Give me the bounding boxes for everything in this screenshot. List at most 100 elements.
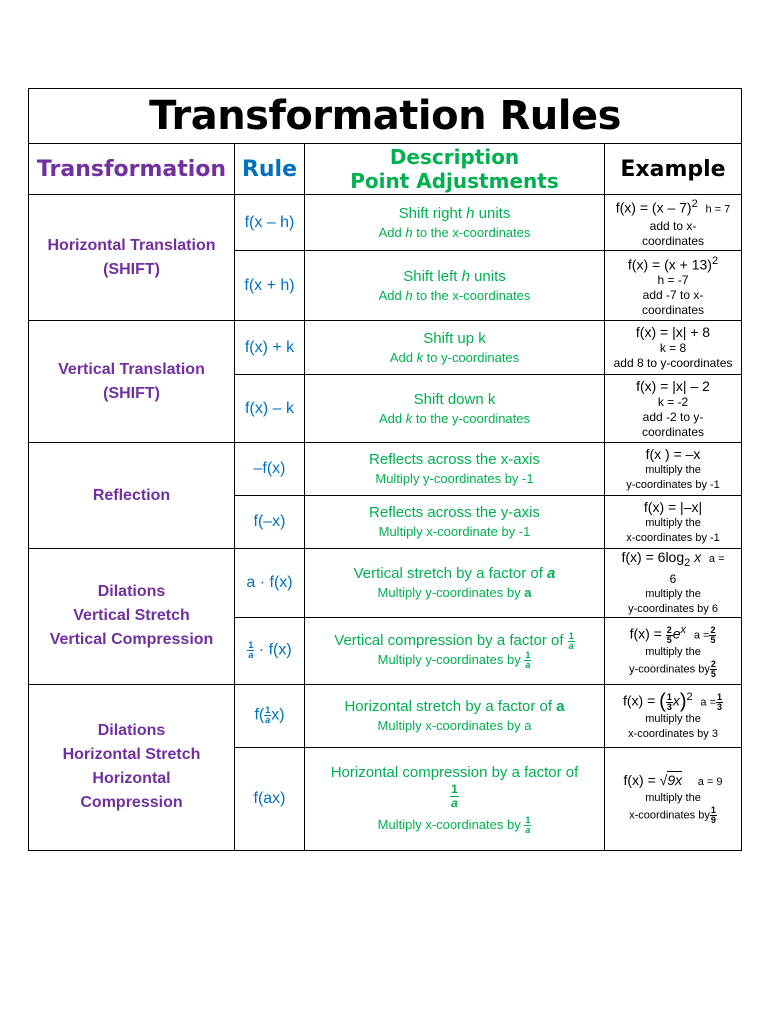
adjustment-text: Multiply x-coordinate by -1 — [378, 524, 531, 539]
example-param: h = -7 — [657, 273, 689, 288]
rule-cell: f(x + h) — [234, 250, 305, 321]
group-horizontal-translation: Horizontal Translation (SHIFT) — [28, 194, 235, 321]
example-param: k = 8 — [659, 341, 687, 355]
header-description: Description Point Adjustments — [304, 143, 605, 195]
example-note: multiply the — [645, 587, 701, 600]
group-label: Compression — [80, 794, 183, 812]
description-text: Shift up k — [423, 329, 486, 347]
group-label: Dilations — [97, 722, 166, 740]
header-example: Example — [603, 143, 743, 195]
description-text: Reflects across the y-axis — [369, 504, 540, 521]
adjustment-text: Multiply y-coordinates by -1 — [375, 471, 534, 486]
example-function: f(x ) = –x — [645, 445, 701, 462]
group-label: Horizontal Stretch — [62, 746, 201, 764]
adjustment-text: Add h to the x-coordinates — [378, 224, 531, 240]
description-text: Vertical stretch by a factor of a — [353, 564, 556, 582]
adjustment-text: Add k to y-coordinates — [389, 349, 520, 365]
group-label: Horizontal — [92, 770, 171, 788]
rule-cell: f(x) – k — [234, 374, 305, 443]
example-function: f(x) = 6log2 x a = — [621, 549, 725, 569]
example-cell: f(x) = √9x a = 9 multiply the x-coordina… — [603, 746, 743, 851]
group-label: Vertical Compression — [49, 631, 214, 649]
example-cell: f(x) = |x| – 2 k = -2 add -2 to y- coord… — [603, 374, 743, 443]
example-cell: f(x ) = –x multiply the y-coordinates by… — [603, 442, 743, 496]
example-cell: f(x) = (x + 13)2 h = -7 add -7 to x- coo… — [603, 250, 743, 321]
description-text: Horizontal stretch by a factor of a — [344, 697, 565, 715]
example-note: coordinates — [641, 303, 705, 318]
description-text: Shift right h units — [398, 204, 511, 222]
header-description-line1: Description — [389, 145, 520, 169]
example-note: y-coordinates by 6 — [628, 602, 718, 615]
group-label: (SHIFT) — [103, 384, 160, 402]
example-cell: f(x) = 6log2 x a = 6 multiply the y-coor… — [603, 548, 743, 618]
example-function: f(x) = |x| + 8 — [635, 324, 711, 340]
group-label: Vertical Stretch — [73, 607, 190, 625]
group-reflection: Reflection — [28, 442, 235, 549]
group-vertical-translation: Vertical Translation (SHIFT) — [28, 320, 235, 443]
example-note: x-coordinates by 3 — [628, 728, 718, 741]
description-cell: Shift down k Add k to the y-coordinates — [304, 374, 605, 443]
example-function: f(x) = √9x a = 9 — [623, 771, 723, 789]
rule-cell: f(x) + k — [234, 320, 305, 375]
example-cell: f(x) = |–x| multiply the x-coordinates b… — [603, 495, 743, 549]
description-text: Shift left h units — [403, 267, 506, 285]
group-label: (SHIFT) — [103, 260, 160, 278]
rule-cell: f(x – h) — [234, 194, 305, 251]
rule-cell: f(ax) — [234, 746, 305, 851]
example-note: y-coordinates by -1 — [626, 478, 720, 491]
example-note: add -2 to y- — [642, 409, 704, 424]
example-param: 6 — [669, 571, 677, 586]
example-cell: f(x) = (x – 7)2 h = 7 add to x- coordina… — [603, 194, 743, 251]
description-cell: Shift right h units Add h to the x-coord… — [304, 194, 605, 251]
description-cell: Horizontal stretch by a factor of a Mult… — [304, 683, 605, 748]
adjustment-text: Multiply y-coordinates by a — [377, 584, 532, 600]
description-text: Horizontal compression by a factor of — [330, 763, 579, 781]
example-cell: f(x) = |x| + 8 k = 8 add 8 to y-coordina… — [603, 320, 743, 375]
example-function: f(x) = (x – 7)2 h = 7 — [615, 198, 731, 216]
example-note: multiply the — [645, 463, 701, 476]
description-cell: Shift left h units Add h to the x-coordi… — [304, 250, 605, 321]
header-transformation: Transformation — [28, 143, 235, 195]
description-cell: Reflects across the y-axis Multiply x-co… — [304, 495, 605, 549]
header-rule: Rule — [234, 143, 305, 195]
example-note: multiply the — [645, 792, 701, 805]
example-note: add 8 to y-coordinates — [613, 356, 733, 370]
adjustment-text: Multiply x-coordinates by a — [377, 717, 532, 733]
example-note: coordinates — [641, 424, 705, 439]
description-cell: Shift up k Add k to y-coordinates — [304, 320, 605, 375]
example-note: x-coordinates by -1 — [626, 531, 720, 544]
example-note: coordinates — [641, 233, 705, 248]
example-note: multiply the — [645, 516, 701, 529]
description-cell: Vertical stretch by a factor of a Multip… — [304, 548, 605, 618]
example-note: add -7 to x- — [642, 288, 704, 303]
example-function: f(x) = |–x| — [643, 498, 703, 515]
description-cell: Reflects across the x-axis Multiply y-co… — [304, 442, 605, 496]
rule-cell: –f(x) — [234, 442, 305, 496]
example-param: k = -2 — [657, 394, 689, 409]
transformation-rules-sheet: Transformation Rules Transformation Rule… — [27, 88, 743, 851]
rule-cell: f(–x) — [234, 495, 305, 549]
example-function: f(x) = |x| – 2 — [636, 377, 710, 394]
